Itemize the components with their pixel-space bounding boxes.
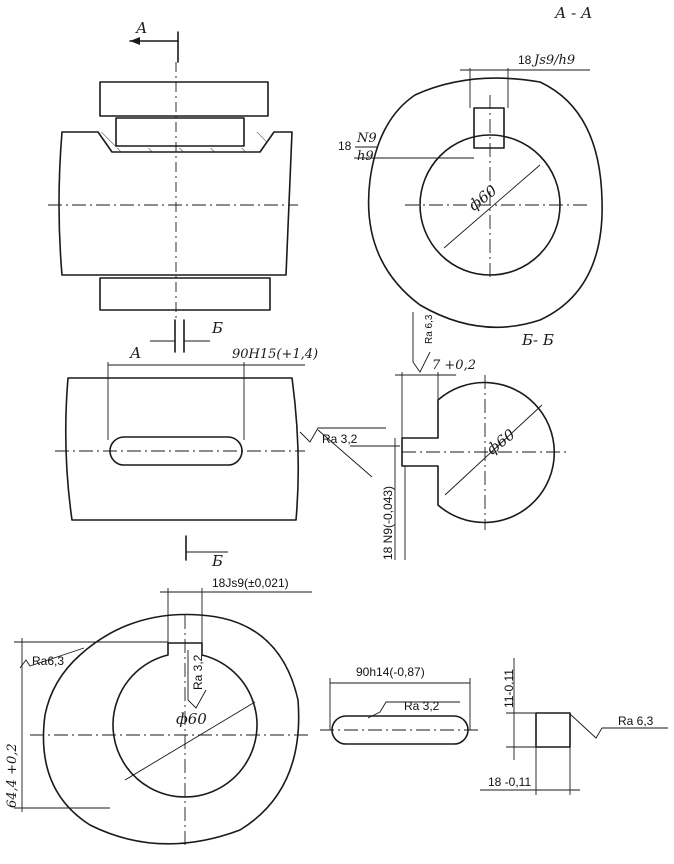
cut-label-b-mid: Б [211, 319, 223, 337]
ra-key-top: Ra 3,2 [404, 699, 440, 713]
key-in-hub [115, 117, 245, 147]
shaft-circle-bb [401, 381, 556, 524]
shaft-keyway-view: Б А 90Н15(+1,4) Б [55, 319, 318, 570]
shaft-outline-side [64, 377, 300, 521]
key-section-view: 11-0,11 18 -0,11 Ra 6,3 [480, 658, 668, 795]
hub-outline-aa [367, 77, 603, 329]
cut-label-a-mid: А [129, 344, 141, 362]
hub-bore [112, 642, 258, 798]
ra-key-right: Ra 6,3 [618, 714, 654, 728]
shaft-body [58, 131, 293, 276]
dim-key-width-top: 18 [518, 53, 532, 67]
ra-shaft-slot: Ra 3,2 [322, 432, 358, 446]
dim-hub-depth: 64,4 +0,2 [5, 743, 20, 808]
dim-key-height: 11-0,11 [502, 669, 516, 708]
hub-lower-section [99, 277, 271, 311]
dim-hub-slot-width: 18Js9(±0,021) [212, 576, 289, 590]
dim-depth-7: 7 +0,2 [432, 358, 476, 373]
ra-bb-top: Ra 6,3 [424, 314, 435, 344]
hub-section-view: 18Js9(±0,021) Ra 3,2 Ra6,3 64,4 +0,2 ф60 [5, 576, 312, 845]
cut-label-b-bottom: Б [211, 552, 223, 570]
hub-outline [42, 613, 300, 845]
key-section [535, 712, 571, 748]
dim-shaft-slot-width: 18 N9(-0,043) [381, 486, 395, 560]
dim-key-width-bottom: 18 -0,11 [488, 775, 531, 789]
section-aa-view: А - А 18 Js9/h9 18 N9 h9 ф60 [338, 4, 603, 329]
dim-diameter-hub: ф60 [176, 710, 207, 728]
section-bb-view: Б- Б ф60 7 +0,2 Ra 6,3 Ra 3,2 18 N9(-0,0… [299, 312, 568, 560]
dim-key-width-left: 18 [338, 139, 352, 153]
cut-label-a-top: А [135, 19, 147, 37]
ra-hub-left: Ra6,3 [32, 654, 64, 668]
key-section-aa [473, 107, 505, 149]
shaft-hub-assembly-view: А [48, 19, 298, 320]
cut-plane-a-top: А [129, 19, 179, 63]
dim-diameter-aa: ф60 [465, 181, 501, 214]
key-view: 90h14(-0,87) Ra 3,2 [320, 665, 478, 745]
cut-plane-b-mid: Б [150, 319, 223, 353]
section-bb-title: Б- Б [521, 331, 554, 349]
dim-key-fit-top: Js9/h9 [531, 53, 575, 68]
dim-slot-length: 90Н15(+1,4) [232, 347, 318, 362]
hub-upper-section [99, 81, 269, 117]
dim-diameter-bb: ф60 [483, 425, 519, 458]
ra-hub-slot: Ra 3,2 [191, 654, 205, 690]
dim-key-fit-left-den: h9 [357, 149, 374, 164]
section-aa-title: А - А [554, 4, 592, 22]
cut-plane-b-bottom: Б [185, 535, 228, 570]
dim-key-length: 90h14(-0,87) [356, 665, 425, 679]
dim-key-fit-left-num: N9 [356, 131, 377, 146]
